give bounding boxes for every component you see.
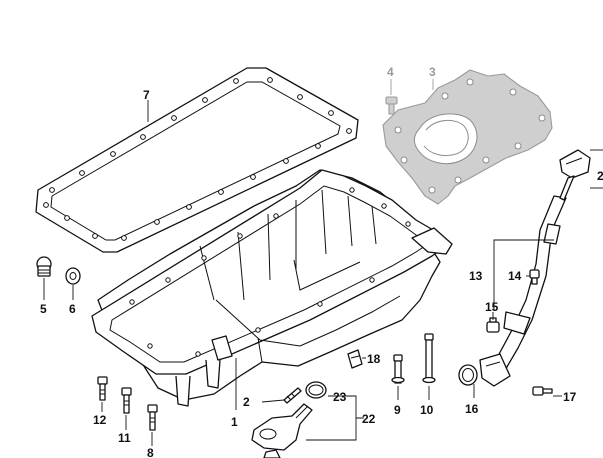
callout-3: 3 — [429, 65, 436, 79]
bolt-part-14 — [529, 269, 540, 285]
callout-1: 1 — [231, 415, 238, 429]
callout-9: 9 — [394, 403, 401, 417]
callout-5: 5 — [40, 302, 47, 316]
bolt-part-8 — [147, 404, 158, 431]
bolt-part-4 — [385, 96, 398, 115]
callout-10: 10 — [420, 403, 434, 417]
stud-part-2 — [283, 387, 302, 404]
grommet-part-15 — [486, 317, 500, 333]
callout-13: 13 — [469, 269, 483, 283]
callout-14: 14 — [508, 269, 522, 283]
bolt-part-17 — [532, 386, 553, 396]
leader-2 — [261, 399, 285, 403]
oil-pan-part-1 — [91, 169, 453, 407]
drain-plug-part-5 — [36, 256, 52, 277]
callout-23: 23 — [333, 390, 347, 404]
callout-2: 2 — [243, 395, 250, 409]
callout-16: 16 — [465, 402, 479, 416]
callout-18: 18 — [367, 352, 381, 366]
bolt-part-11 — [121, 387, 132, 414]
dipstick-guide-tube — [479, 195, 567, 387]
callout-17: 17 — [563, 390, 577, 404]
cover-plate-part-3 — [382, 69, 553, 205]
bolt-part-9 — [391, 354, 405, 384]
seal-ring-part-16 — [458, 364, 478, 386]
o-ring-part-23 — [305, 381, 327, 399]
dipstick-handle — [559, 149, 591, 201]
callout-8: 8 — [147, 446, 154, 458]
leader-13 — [493, 239, 554, 276]
leader-22 — [306, 418, 357, 441]
leader-23 — [328, 395, 364, 419]
gasket-part-7 — [35, 67, 359, 253]
washer-part-6 — [65, 267, 81, 285]
oil-pickup-part-22 — [251, 403, 313, 458]
callout-22: 22 — [362, 412, 376, 426]
bolt-part-12 — [97, 376, 108, 401]
callout-6: 6 — [69, 302, 76, 316]
clip-part-18 — [347, 349, 363, 369]
bolt-part-10 — [422, 333, 436, 384]
callout-7: 7 — [143, 88, 150, 102]
callout-2-edge: 2 — [597, 169, 603, 183]
callout-15: 15 — [485, 300, 499, 314]
callout-4: 4 — [387, 65, 394, 79]
callout-12: 12 — [93, 413, 107, 427]
callout-11: 11 — [118, 431, 131, 445]
